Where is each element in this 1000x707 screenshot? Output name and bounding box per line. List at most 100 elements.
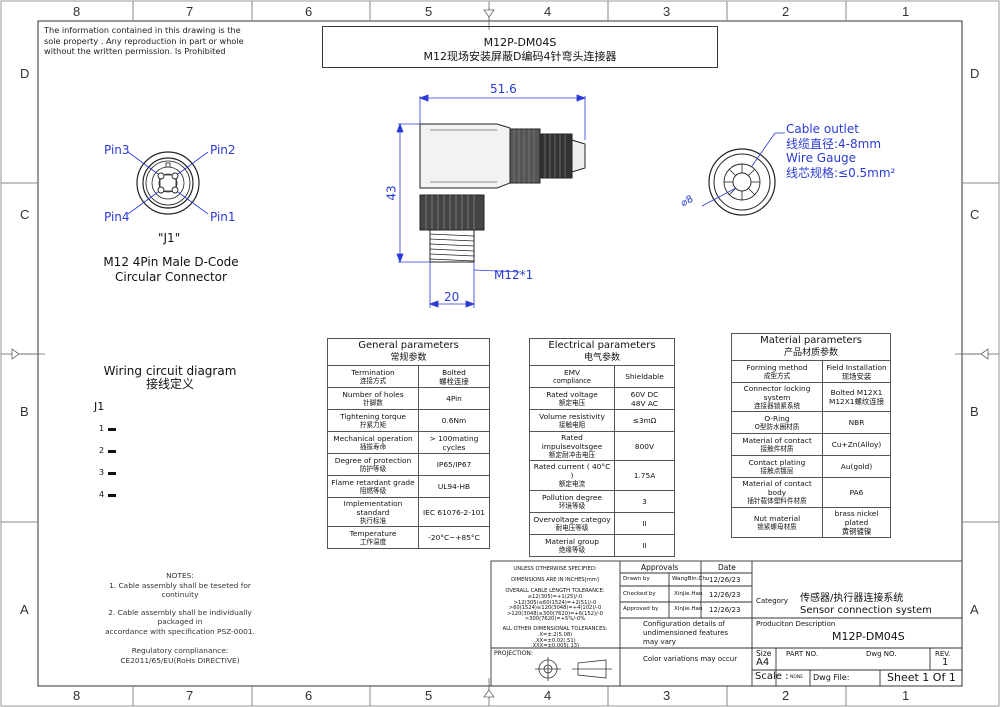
param-value-v2: 48V AC bbox=[631, 398, 658, 408]
param-value-v1: 1.75A bbox=[633, 471, 656, 481]
param-name-k1: Nut material bbox=[753, 513, 801, 523]
pin3-label: Pin3 bbox=[104, 143, 130, 157]
param-value-v1: 0.6Nm bbox=[441, 416, 467, 425]
zone-col-5-bottom: 5 bbox=[425, 688, 433, 703]
param-value-v1: Au(gold) bbox=[840, 462, 873, 472]
tb-dims-in: DIMENSIONS ARE IN INCHES[mm] bbox=[511, 577, 599, 583]
param-name-k1: Material of contact bbox=[742, 436, 812, 446]
param-value-v1: Field Installation bbox=[826, 362, 887, 372]
param-value-v1: NBR bbox=[848, 418, 865, 428]
tb-config-note: Configuration details of undimensioned f… bbox=[643, 620, 728, 647]
param-name-k2: 拧紧力矩 bbox=[359, 420, 387, 429]
zone-col-8: 8 bbox=[73, 4, 81, 19]
param-name-k2: 接触电阻 bbox=[558, 420, 586, 429]
param-name-k2: 接触件材质 bbox=[760, 445, 794, 454]
tb-config-3: may vary bbox=[643, 638, 676, 646]
param-name-k1: Volume resistivity bbox=[539, 411, 605, 421]
param-value-v1: II bbox=[642, 518, 647, 528]
tb-date: Date bbox=[718, 563, 736, 572]
param-name-k2: 连接方式 bbox=[359, 376, 387, 385]
tb-sheet: Sheet 1 Of 1 bbox=[887, 671, 956, 684]
param-value-cell: 0.6Nm bbox=[418, 409, 490, 432]
param-value-cell: UL94-HB bbox=[418, 475, 490, 498]
param-value-cell: > 100mating cycles bbox=[418, 431, 490, 454]
tb-drawn-by: Drawn by bbox=[623, 576, 650, 582]
param-value-v1: 800V bbox=[634, 441, 655, 451]
tb-rev: 1 bbox=[942, 657, 949, 668]
material-title-cn: 产品材质参数 bbox=[783, 348, 838, 358]
tb-rev-label: REV. bbox=[935, 650, 951, 658]
param-name-k1: Rated impulsevoltsgee bbox=[541, 433, 603, 451]
param-name-k2: 针脚数 bbox=[363, 398, 383, 407]
zone-col-2-bottom: 2 bbox=[782, 688, 790, 703]
tb-size: A4 bbox=[756, 657, 770, 668]
notes-title: NOTES: bbox=[166, 571, 194, 580]
tolerance-line: .XX=±0.02(.51) bbox=[534, 637, 576, 644]
title-name: M12现场安装屏蔽D编码4针弯头连接器 bbox=[423, 50, 617, 63]
tb-prod-desc: M12P-DM04S bbox=[832, 630, 905, 643]
param-name-k2: O型防水圈材质 bbox=[754, 423, 800, 432]
param-value-v2: 螺栓连接 bbox=[439, 376, 469, 386]
zone-col-7-bottom: 7 bbox=[186, 688, 194, 703]
param-value-v1: 3 bbox=[642, 496, 647, 506]
param-value-v1: ≤3mΩ bbox=[632, 416, 657, 425]
param-value-cell: Au(gold) bbox=[822, 455, 891, 479]
tb-projection: PROJECTION: bbox=[494, 650, 533, 657]
wiring-connector-j1: J1 bbox=[94, 400, 105, 413]
param-name-k2: 执行标准 bbox=[359, 517, 387, 525]
zone-col-5: 5 bbox=[425, 4, 433, 19]
cable-outlet-line4: 线芯规格:≤0.5mm² bbox=[786, 165, 896, 180]
general-title-en: General parameters bbox=[358, 340, 459, 351]
param-name-k1: Mechanical operation bbox=[333, 433, 413, 443]
param-name-k2: 绝缘等级 bbox=[558, 545, 586, 554]
zone-col-2: 2 bbox=[782, 4, 790, 19]
zone-col-6: 6 bbox=[305, 4, 313, 19]
wiring-pin-markers bbox=[108, 428, 116, 497]
param-name-k2: 工作温度 bbox=[359, 538, 387, 547]
param-name-cell: Rated current ( 40°C )额定电流 bbox=[529, 460, 615, 491]
param-name-k2: 额定耐冲击电压 bbox=[548, 451, 596, 459]
tb-config-2: undimensioned features bbox=[643, 629, 729, 637]
dim-height: 43 bbox=[384, 185, 399, 201]
cable-outlet-drawing bbox=[708, 148, 776, 216]
tb-part-no: PART NO. bbox=[786, 650, 819, 658]
tb-color-note: Color variations may occur bbox=[643, 655, 738, 663]
param-name-k2: 锁紧螺母材质 bbox=[757, 522, 797, 531]
param-value-cell: PA6 bbox=[822, 477, 891, 508]
param-name-k2: compliance bbox=[553, 376, 591, 385]
param-name-k2: 额定电流 bbox=[558, 480, 586, 489]
zone-row-a: A bbox=[20, 602, 29, 617]
tb-category: 传感器/执行器连接系统 Sensor connection system bbox=[800, 593, 932, 617]
electrical-title-cn: 电气参数 bbox=[583, 353, 620, 363]
connector-face-drawing bbox=[136, 151, 200, 215]
material-title-en: Material parameters bbox=[760, 335, 862, 346]
param-value-cell: 1.75A bbox=[614, 460, 675, 491]
tb-approved-name: XinJie.Han bbox=[674, 606, 703, 612]
param-name-k2: 耐电压等级 bbox=[555, 523, 589, 532]
note-1: 1. Cable assembly shall be teseted for c… bbox=[109, 580, 251, 600]
regulatory-label: Regulatory complianance: bbox=[131, 646, 229, 655]
connector-desc-line1: M12 4Pin Male D-Code bbox=[103, 255, 239, 269]
